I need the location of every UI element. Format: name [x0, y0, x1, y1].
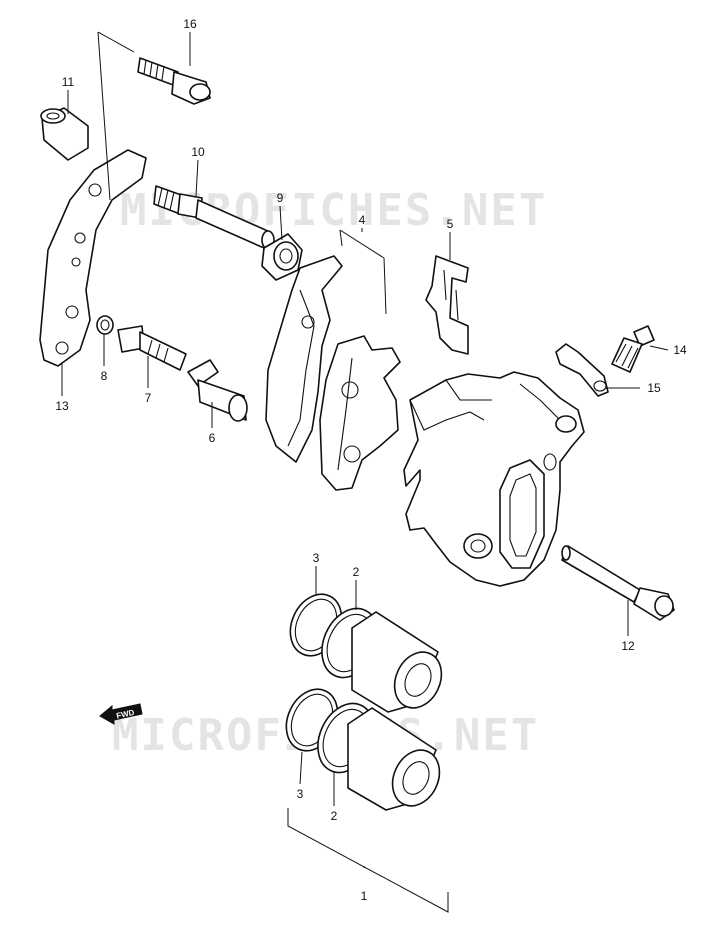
callout-1: 1	[361, 889, 368, 903]
piston-upper	[351, 611, 443, 713]
leader-lines	[61, 31, 669, 913]
fwd-label: FWD	[116, 708, 136, 721]
part-4-bracket	[339, 229, 387, 315]
part-11-sleeve	[40, 107, 89, 161]
piston-lower	[347, 707, 441, 811]
callout-10: 10	[191, 145, 205, 159]
part-15-cap	[555, 343, 609, 397]
callout-15: 15	[647, 381, 661, 395]
callout-13: 13	[55, 399, 69, 413]
callout-5: 5	[447, 217, 454, 231]
callout-12: 12	[621, 639, 635, 653]
part-4-pad-rear	[265, 255, 343, 463]
part-9-boot	[261, 233, 303, 281]
callout-2-upper: 2	[353, 565, 360, 579]
callout-6: 6	[209, 431, 216, 445]
part-5-spring	[425, 255, 469, 355]
part-16-bolt	[137, 57, 211, 105]
part-8-washer	[96, 315, 114, 335]
callout-4: 4	[359, 213, 366, 227]
fwd-arrow: FWD	[99, 703, 143, 725]
part-7-pin	[117, 325, 187, 371]
callout-3-lower: 3	[297, 787, 304, 801]
callout-7: 7	[145, 391, 152, 405]
callout-14: 14	[673, 343, 687, 357]
callout-16: 16	[183, 17, 197, 31]
callout-11: 11	[62, 75, 75, 89]
callout-2-lower: 2	[331, 809, 338, 823]
part-6-pin	[187, 359, 248, 422]
part-13-bracket	[39, 149, 147, 367]
part-14-bleeder	[611, 325, 655, 373]
part-4-pad-front	[319, 335, 401, 491]
callout-9: 9	[277, 191, 284, 205]
callout-8: 8	[101, 369, 108, 383]
callout-3-upper: 3	[313, 551, 320, 565]
caliper-body	[403, 371, 585, 587]
part-12-pin	[561, 545, 675, 621]
